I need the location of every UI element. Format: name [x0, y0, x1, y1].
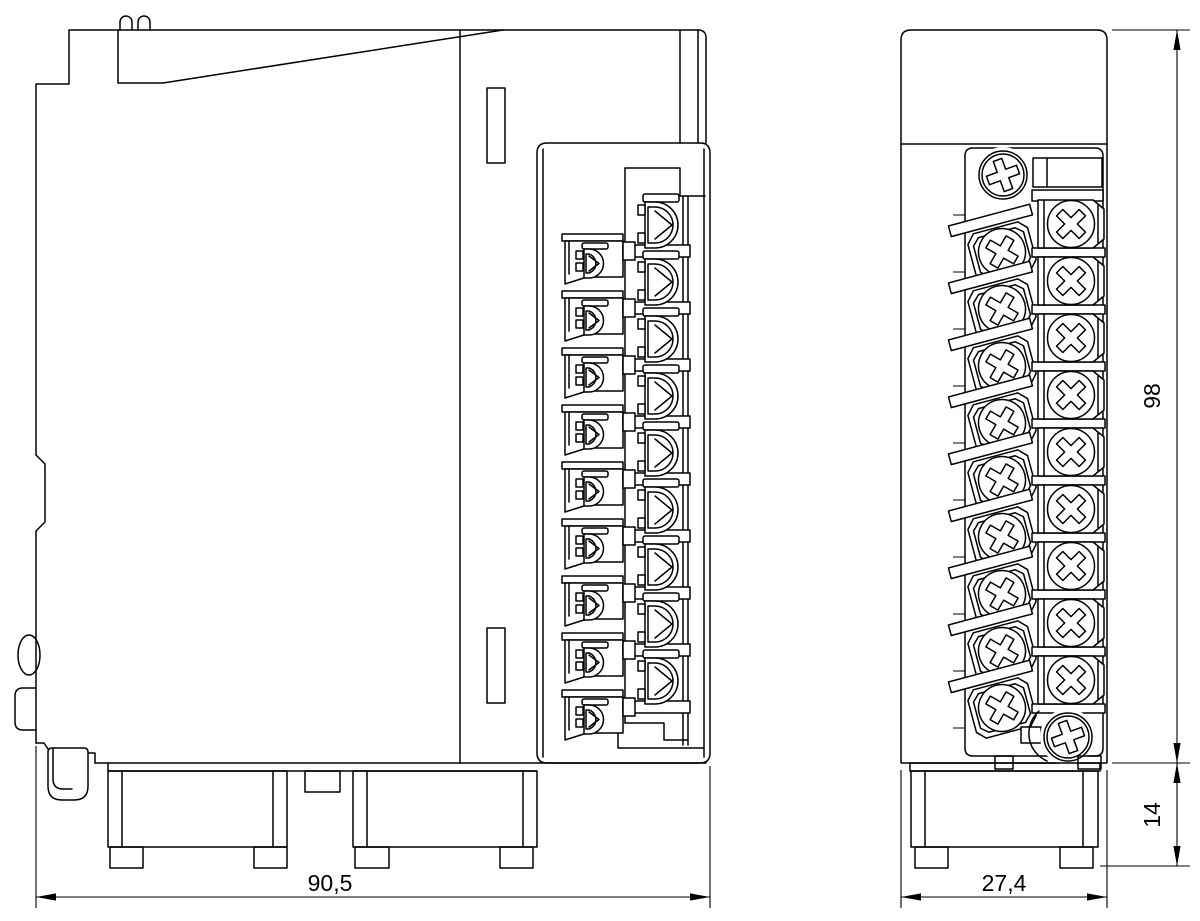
front-terminals-straight: [1032, 200, 1105, 713]
label-window: [1032, 157, 1103, 188]
dimensions: 90,5 27,4 98 14: [35, 29, 1190, 908]
side-body-outline: [35, 15, 707, 764]
front-base: [909, 762, 1101, 869]
screw-pocket-arc: [1028, 710, 1048, 762]
base-tab: [304, 770, 341, 793]
dim-label-front-width: 27,4: [982, 870, 1027, 896]
screw-pocket-step: [1020, 726, 1042, 744]
din-clip: [14, 687, 96, 801]
dim-label-base-height: 14: [1139, 802, 1165, 828]
side-terminals-left: [561, 233, 624, 741]
dim-label-front-height: 98: [1139, 383, 1165, 409]
side-view: [14, 15, 711, 869]
top-clips: [119, 15, 151, 31]
front-view: [900, 29, 1108, 869]
dim-label-side-width: 90,5: [308, 870, 353, 896]
panel-edge-ticks: [953, 214, 965, 729]
extension-lines: [35, 29, 1190, 908]
vent-slot-bottom: [486, 627, 506, 704]
side-base: [94, 762, 707, 869]
dimension-lines: [36, 30, 1178, 898]
side-terminals-right: [637, 193, 680, 705]
vent-slot-top: [486, 87, 506, 164]
din-clip-loop: [17, 634, 41, 676]
